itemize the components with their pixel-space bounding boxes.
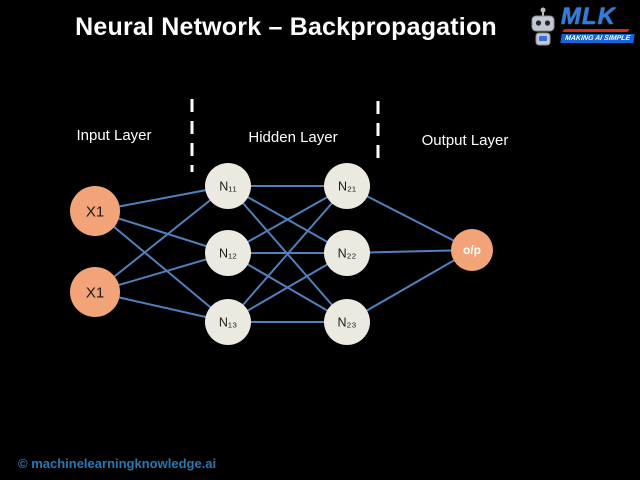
- node-n12-label: N₁₂: [219, 246, 237, 260]
- node-x2: X1: [70, 267, 120, 317]
- node-n22-circle: [324, 230, 370, 276]
- node-op-label: o/p: [463, 243, 481, 257]
- node-x1-circle: [70, 186, 120, 236]
- node-n13: N₁₃: [205, 299, 251, 345]
- edge-x2-n11: [94, 185, 229, 293]
- node-n11: N₁₁: [205, 163, 251, 209]
- node-n11-circle: [205, 163, 251, 209]
- node-n13-label: N₁₃: [219, 315, 237, 329]
- node-n21-circle: [324, 163, 370, 209]
- mlk-logo: MLK MAKING AI SIMPLE: [528, 3, 635, 55]
- page-title: Neural Network – Backpropagation: [75, 13, 497, 41]
- node-n13-circle: [205, 299, 251, 345]
- node-n12-circle: [205, 230, 251, 276]
- edges-group: [94, 185, 473, 323]
- edge-n21-op: [346, 185, 473, 251]
- node-n23: N₂₃: [324, 299, 370, 345]
- node-n21: N₂₁: [324, 163, 370, 209]
- robot-icon: [528, 6, 558, 55]
- edge-n23-op: [346, 249, 473, 323]
- copyright-text: © machinelearningknowledge.ai: [18, 456, 217, 471]
- node-n11-label: N₁₁: [219, 179, 236, 193]
- edge-x1-n13: [94, 210, 229, 323]
- logo-wordmark: MLK: [560, 3, 616, 30]
- node-x1-label: X1: [86, 203, 104, 220]
- node-n21-label: N₂₁: [338, 179, 356, 193]
- node-n23-circle: [324, 299, 370, 345]
- node-op-circle: [451, 229, 493, 271]
- edge-n13-n21: [227, 185, 348, 323]
- node-x1: X1: [70, 186, 120, 236]
- node-x2-circle: [70, 267, 120, 317]
- node-op: o/p: [451, 229, 493, 271]
- hidden-layer-label: Hidden Layer: [248, 129, 337, 146]
- logo-text-block: MLK MAKING AI SIMPLE: [560, 3, 635, 43]
- node-x2-label: X1: [86, 284, 104, 301]
- input-layer-label: Input Layer: [76, 127, 151, 144]
- node-n23-label: N₂₃: [338, 315, 357, 329]
- node-n12: N₁₂: [205, 230, 251, 276]
- node-n22: N₂₂: [324, 230, 370, 276]
- output-layer-label: Output Layer: [422, 132, 509, 149]
- node-n22-label: N₂₂: [338, 246, 357, 260]
